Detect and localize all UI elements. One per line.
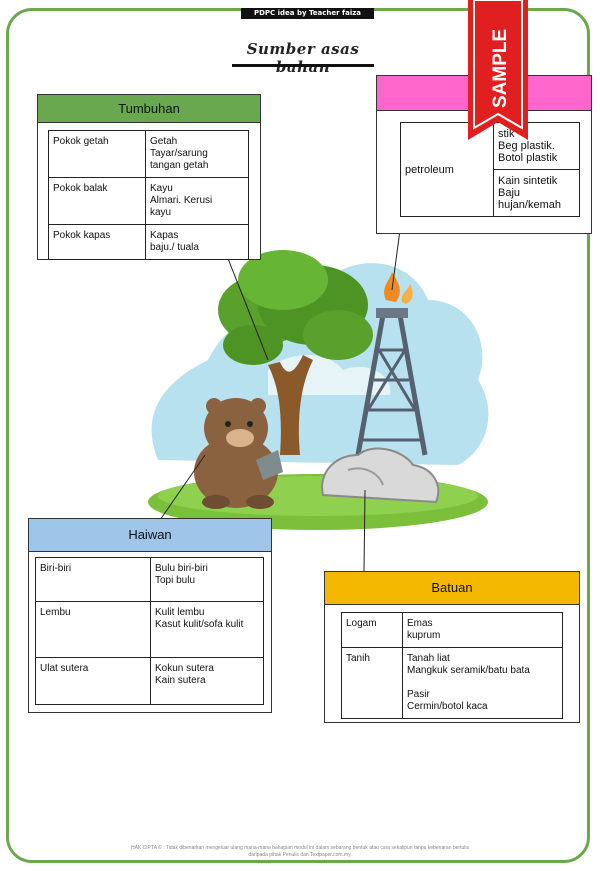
product-line: Bulu biri-biri [155, 563, 208, 574]
table-row: Lembu Kulit lembu Kasut kulit/sofa kulit [35, 601, 264, 658]
product-cell: Kayu Almari. Kerusi kayu [145, 177, 249, 225]
watermark-text: SAMPLE [490, 29, 511, 108]
source-cell: Logam [341, 612, 403, 648]
page-title: Sumber asas bahan [246, 40, 360, 76]
product-cell: Tanah liat Mangkuk seramik/batu bata Pas… [402, 647, 563, 719]
product-cell: stik Beg plastik. Botol plastik [493, 122, 580, 170]
table-row: Logam Emas kuprum [341, 612, 563, 648]
product-line: Cermin/botol kaca [407, 701, 488, 712]
tumbuhan-heading: Tumbuhan [38, 95, 260, 123]
table-row: Biri-biri Bulu biri-biri Topi bulu [35, 557, 264, 602]
tree-icon [218, 250, 373, 455]
product-line: Mangkuk seramik/batu bata [407, 665, 530, 676]
product-line: hujan/kemah [498, 199, 561, 211]
product-cell: Getah Tayar/sarung tangan getah [145, 130, 249, 178]
table-row: Kain sintetik Baju hujan/kemah [401, 169, 580, 217]
product-line: Getah [150, 136, 178, 147]
table-row: Pokok getah Getah Tayar/sarung tangan ge… [48, 130, 249, 178]
petroleum-table: petroleum stik Beg plastik. Botol plasti… [400, 122, 580, 217]
haiwan-table: Biri-biri Bulu biri-biri Topi bulu Lembu… [35, 557, 264, 705]
product-line: Almari. Kerusi [150, 195, 213, 206]
product-spacer [407, 677, 558, 689]
source-cell: Biri-biri [35, 557, 151, 602]
batuan-table: Logam Emas kuprum Tanih Tanah liat Mangk… [341, 612, 563, 719]
batuan-panel: Batuan Logam Emas kuprum Tanih Tanah lia… [324, 571, 580, 723]
product-line: baju./ tuala [150, 242, 199, 253]
product-line: Kain sutera [155, 675, 206, 686]
product-line: kuprum [407, 630, 441, 641]
batuan-heading: Batuan [325, 572, 579, 605]
source-cell: Pokok getah [48, 130, 146, 178]
product-line: Kayu [150, 183, 173, 194]
illustration-scene [148, 250, 489, 530]
table-row: Pokok kapas Kapas baju./ tuala [48, 224, 249, 260]
table-row: Tanih Tanah liat Mangkuk seramik/batu ba… [341, 647, 563, 719]
source-cell: Tanih [341, 647, 403, 719]
product-line: Topi bulu [155, 575, 196, 586]
table-row: Pokok balak Kayu Almari. Kerusi kayu [48, 177, 249, 225]
product-cell: Kulit lembu Kasut kulit/sofa kulit [150, 601, 264, 658]
product-cell: Bulu biri-biri Topi bulu [150, 557, 264, 602]
haiwan-heading: Haiwan [29, 519, 271, 552]
product-line: Kasut kulit/sofa kulit [155, 619, 244, 630]
product-line: Tanah liat [407, 653, 450, 664]
product-line: Kulit lembu [155, 607, 205, 618]
product-line: Pasir [407, 689, 430, 700]
product-cell: Kain sintetik Baju hujan/kemah [493, 169, 580, 217]
title-underline [232, 64, 374, 67]
source-cell: Ulat sutera [35, 657, 151, 705]
tumbuhan-panel: Tumbuhan Pokok getah Getah Tayar/sarung … [37, 94, 261, 260]
product-line: stik [498, 128, 515, 140]
product-line: Kokun sutera [155, 663, 214, 674]
product-cell: Emas kuprum [402, 612, 563, 648]
haiwan-panel: Haiwan Biri-biri Bulu biri-biri Topi bul… [28, 518, 272, 713]
product-line: Kapas [150, 230, 179, 241]
product-line: Beg plastik. [498, 140, 555, 152]
product-line: Kain sintetik [498, 175, 558, 187]
table-row: petroleum stik Beg plastik. Botol plasti… [400, 122, 580, 217]
bear-icon [194, 398, 283, 509]
product-line: Tayar/sarung [150, 148, 208, 159]
product-cell: Kokun sutera Kain sutera [150, 657, 264, 705]
product-line: Botol plastik [498, 152, 558, 164]
product-cell: Kapas baju./ tuala [145, 224, 249, 260]
source-cell: Pokok balak [48, 177, 146, 225]
source-cell: Lembu [35, 601, 151, 658]
table-row: Ulat sutera Kokun sutera Kain sutera [35, 657, 264, 705]
copyright-notice: HAK CIPTA © : Tidak dibenarkan mengeluar… [131, 845, 469, 858]
tumbuhan-table: Pokok getah Getah Tayar/sarung tangan ge… [48, 130, 249, 260]
source-cell: Pokok kapas [48, 224, 146, 260]
product-line: Emas [407, 618, 433, 629]
product-line: tangan getah [150, 160, 209, 171]
header-banner: PDPC idea by Teacher faiza [241, 8, 374, 19]
product-line: kayu [150, 207, 172, 218]
sample-watermark: SAMPLE [468, 0, 528, 140]
rock-icon [321, 447, 440, 504]
product-line: Baju [498, 187, 521, 199]
petroleum-panel: Pe petroleum stik Beg plastik. Botol pla… [376, 75, 592, 234]
